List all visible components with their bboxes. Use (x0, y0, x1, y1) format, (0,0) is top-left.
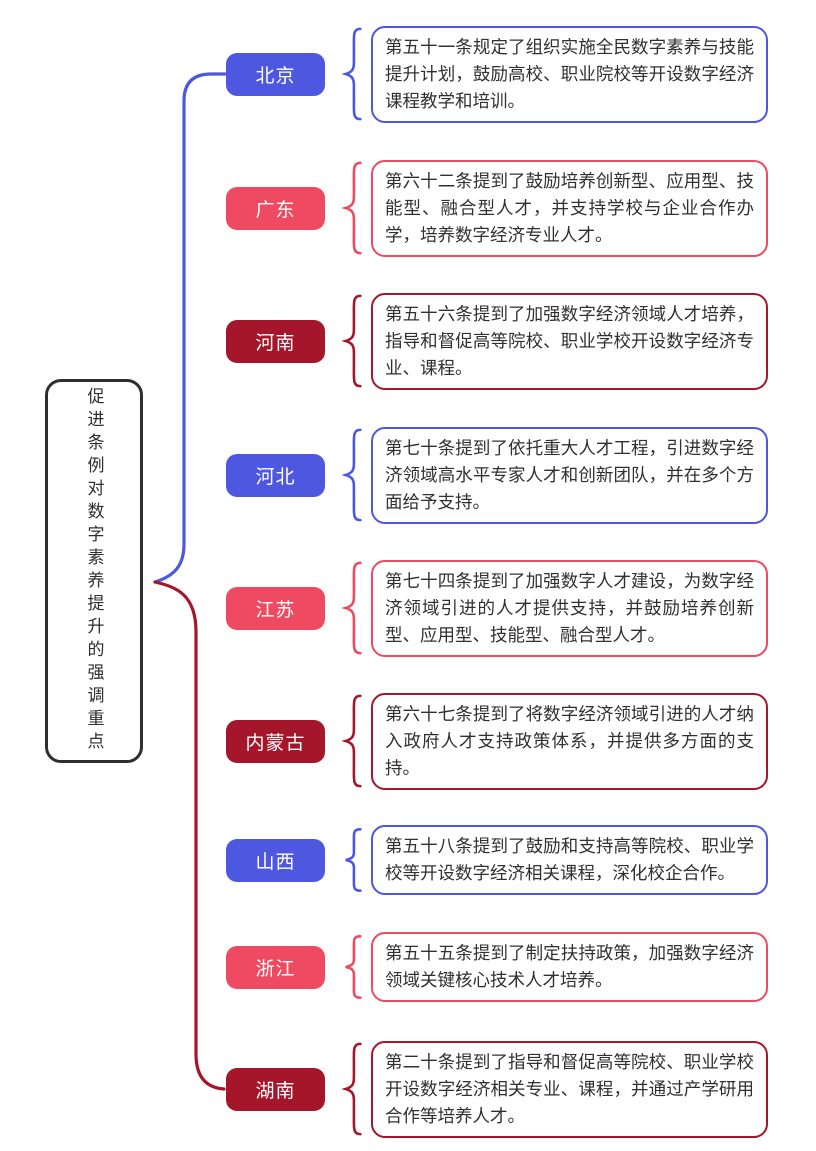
left-curly-brace-icon (342, 694, 364, 788)
branch-node-hunan[interactable]: 湖南 (226, 1067, 325, 1111)
connector-top-curve (153, 72, 227, 584)
branch-row-hunan: 湖南 第二十条提到了指导和督促高等院校、职业学校开设数字经济相关专业、课程，并通… (226, 1040, 768, 1138)
branch-detail-jiangsu[interactable]: 第七十四条提到了加强数字人才建设，为数字经济领域引进的人才提供支持，并鼓励培养创… (371, 559, 768, 657)
root-node-label: 促进条例对数字素养提升的强调重点 (84, 387, 104, 755)
branch-detail-henan[interactable]: 第五十六条提到了加强数字经济领域人才培养，指导和督促高等院校、职业学校开设数字经… (371, 292, 768, 390)
branch-detail-hebei[interactable]: 第七十条提到了依托重大人才工程，引进数字经济领域高水平专家人才和创新团队，并在多… (371, 426, 768, 524)
branch-row-beijing: 北京 第五十一条规定了组织实施全民数字素养与技能提升计划，鼓励高校、职业院校等开… (226, 25, 768, 123)
left-curly-brace-icon (342, 1042, 364, 1136)
branch-row-henan: 河南 第五十六条提到了加强数字经济领域人才培养，指导和督促高等院校、职业学校开设… (226, 292, 768, 390)
branch-row-hebei: 河北 第七十条提到了依托重大人才工程，引进数字经济领域高水平专家人才和创新团队，… (226, 426, 768, 524)
branch-row-zhejiang: 浙江 第五十五条提到了制定扶持政策，加强数字经济领域关键核心技术人才培养。 (226, 932, 768, 1002)
left-curly-brace-icon (342, 161, 364, 255)
branch-detail-guangdong[interactable]: 第六十二条提到了鼓励培养创新型、应用型、技能型、融合型人才，并支持学校与企业合作… (371, 159, 768, 257)
branch-detail-hunan[interactable]: 第二十条提到了指导和督促高等院校、职业学校开设数字经济相关专业、课程，并通过产学… (371, 1040, 768, 1138)
branch-node-jiangsu[interactable]: 江苏 (226, 586, 325, 630)
branch-row-neimenggu: 内蒙古 第六十七条提到了将数字经济领域引进的人才纳入政府人才支持政策体系，并提供… (226, 692, 768, 790)
branch-row-jiangsu: 江苏 第七十四条提到了加强数字人才建设，为数字经济领域引进的人才提供支持，并鼓励… (226, 559, 768, 657)
branch-detail-shanxi[interactable]: 第五十八条提到了鼓励和支持高等院校、职业学校等开设数字经济相关课程，深化校企合作… (371, 825, 768, 895)
left-curly-brace-icon (342, 935, 364, 999)
connector-bottom-curve (153, 580, 226, 1091)
root-node[interactable]: 促进条例对数字素养提升的强调重点 (45, 379, 143, 763)
branch-detail-beijing[interactable]: 第五十一条规定了组织实施全民数字素养与技能提升计划，鼓励高校、职业院校等开设数字… (371, 25, 768, 123)
left-curly-brace-icon (342, 27, 364, 121)
branch-node-guangdong[interactable]: 广东 (226, 186, 325, 230)
left-curly-brace-icon (342, 828, 364, 892)
left-curly-brace-icon (342, 294, 364, 388)
branch-node-beijing[interactable]: 北京 (226, 52, 325, 96)
branch-detail-neimenggu[interactable]: 第六十七条提到了将数字经济领域引进的人才纳入政府人才支持政策体系，并提供多方面的… (371, 692, 768, 790)
branch-detail-zhejiang[interactable]: 第五十五条提到了制定扶持政策，加强数字经济领域关键核心技术人才培养。 (371, 932, 768, 1002)
branch-node-hebei[interactable]: 河北 (226, 453, 325, 497)
branch-row-guangdong: 广东 第六十二条提到了鼓励培养创新型、应用型、技能型、融合型人才，并支持学校与企… (226, 159, 768, 257)
left-curly-brace-icon (342, 561, 364, 655)
left-curly-brace-icon (342, 428, 364, 522)
branch-node-zhejiang[interactable]: 浙江 (226, 945, 325, 989)
branch-node-shanxi[interactable]: 山西 (226, 838, 325, 882)
branch-row-shanxi: 山西 第五十八条提到了鼓励和支持高等院校、职业学校等开设数字经济相关课程，深化校… (226, 825, 768, 895)
branch-node-henan[interactable]: 河南 (226, 319, 325, 363)
branch-node-neimenggu[interactable]: 内蒙古 (226, 719, 325, 763)
